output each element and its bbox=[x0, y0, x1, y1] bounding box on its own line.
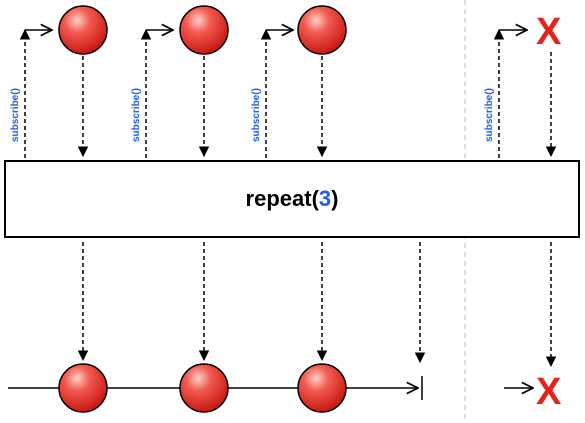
output-marble-2 bbox=[179, 363, 229, 413]
subscription-error: subscribe() X bbox=[484, 11, 562, 158]
subscription-1: subscribe() bbox=[10, 5, 108, 158]
subscribe-label-2: subscribe() bbox=[131, 88, 142, 142]
operator-name: repeat bbox=[245, 186, 312, 211]
output-marble-3 bbox=[297, 363, 347, 413]
source-marble-1 bbox=[58, 5, 108, 55]
subscribe-label-1: subscribe() bbox=[10, 88, 21, 142]
operator-box: repeat(3) bbox=[4, 160, 580, 238]
operator-close-paren: ) bbox=[331, 186, 339, 211]
operator-open-paren: ( bbox=[311, 186, 319, 211]
subscription-3: subscribe() bbox=[251, 5, 347, 158]
subscription-2: subscribe() bbox=[131, 5, 229, 158]
output-marble-1 bbox=[58, 363, 108, 413]
operator-argument: 3 bbox=[318, 186, 332, 211]
output-error-x: X bbox=[536, 371, 562, 413]
subscribe-label-3: subscribe() bbox=[251, 88, 262, 142]
source-marble-3 bbox=[297, 5, 347, 55]
source-error-x: X bbox=[536, 11, 562, 53]
subscribe-label-4: subscribe() bbox=[484, 88, 495, 142]
source-marble-2 bbox=[179, 5, 229, 55]
